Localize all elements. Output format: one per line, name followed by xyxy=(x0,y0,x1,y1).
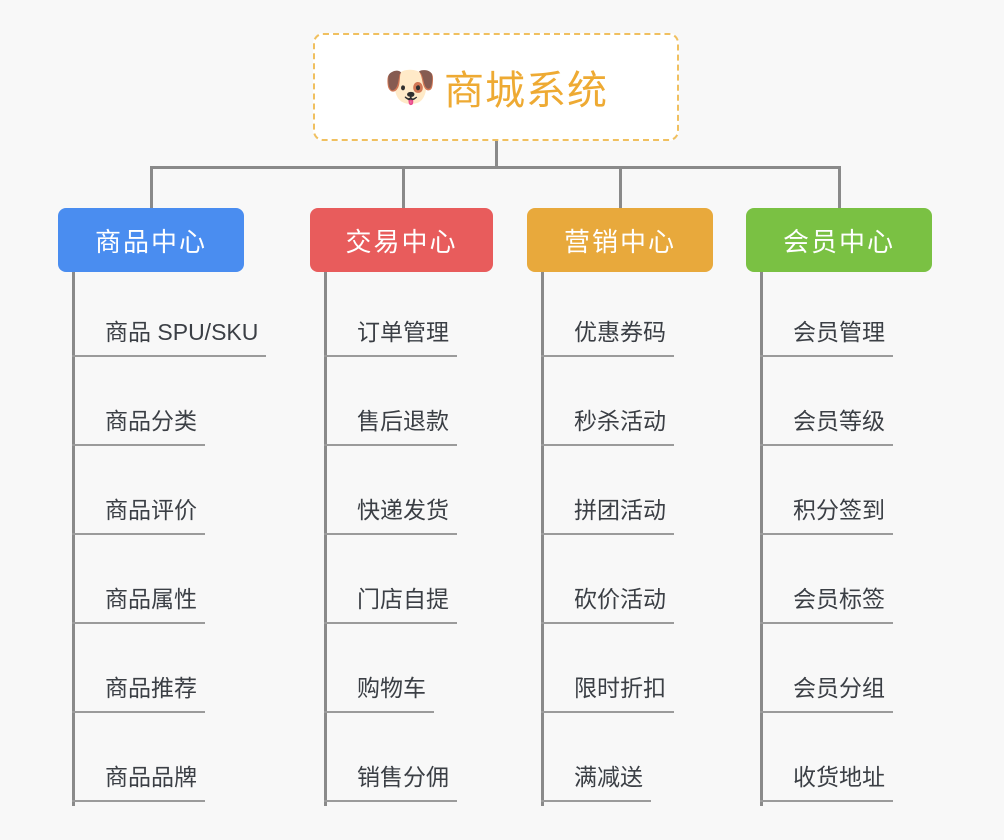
list-item[interactable]: 商品 SPU/SKU xyxy=(72,272,267,361)
dog-face-glyph: 🐶 xyxy=(384,63,437,110)
list-item[interactable]: 会员管理 xyxy=(760,272,893,361)
list-item-label: 秒杀活动 xyxy=(541,402,674,446)
connector-drop-3 xyxy=(619,166,622,210)
list-item[interactable]: 会员分组 xyxy=(760,628,893,717)
list-item-label: 订单管理 xyxy=(324,313,457,357)
category-item-list-1: 商品 SPU/SKU 商品分类 商品评价 商品属性 商品推荐 商品品牌 xyxy=(72,272,267,806)
list-item[interactable]: 商品属性 xyxy=(72,539,266,628)
list-item[interactable]: 满减送 xyxy=(541,717,674,806)
list-item[interactable]: 购物车 xyxy=(324,628,457,717)
list-item-label: 会员分组 xyxy=(760,669,893,713)
list-item-label: 商品属性 xyxy=(72,580,205,624)
list-item[interactable]: 销售分佣 xyxy=(324,717,457,806)
list-item-label: 拼团活动 xyxy=(541,491,674,535)
list-item[interactable]: 收货地址 xyxy=(760,717,893,806)
category-trunk-4 xyxy=(760,272,763,806)
connector-drop-1 xyxy=(150,166,153,210)
list-item[interactable]: 会员标签 xyxy=(760,539,893,628)
list-item[interactable]: 快递发货 xyxy=(324,450,457,539)
list-item[interactable]: 会员等级 xyxy=(760,361,893,450)
category-item-list-3: 优惠券码 秒杀活动 拼团活动 砍价活动 限时折扣 满减送 xyxy=(541,272,674,806)
list-item-label: 满减送 xyxy=(541,758,651,802)
list-item-label: 积分签到 xyxy=(760,491,893,535)
list-item[interactable]: 拼团活动 xyxy=(541,450,674,539)
list-item-label: 购物车 xyxy=(324,669,434,713)
list-item-label: 商品品牌 xyxy=(72,758,205,802)
list-item-label: 商品推荐 xyxy=(72,669,205,713)
list-item-label: 门店自提 xyxy=(324,580,457,624)
category-label-4: 会员中心 xyxy=(782,226,895,257)
list-item-label: 限时折扣 xyxy=(541,669,674,713)
list-item-label: 商品分类 xyxy=(72,402,205,446)
connector-drop-2 xyxy=(402,166,405,210)
list-item[interactable]: 商品分类 xyxy=(72,361,266,450)
list-item-label: 快递发货 xyxy=(324,491,457,535)
category-header-4[interactable]: 会员中心 xyxy=(746,208,932,272)
list-item[interactable]: 商品推荐 xyxy=(72,628,266,717)
category-header-3[interactable]: 营销中心 xyxy=(527,208,713,272)
list-item[interactable]: 商品评价 xyxy=(72,450,266,539)
list-item-label: 商品评价 xyxy=(72,491,205,535)
list-item-label: 商品 SPU/SKU xyxy=(72,313,267,357)
list-item-label: 销售分佣 xyxy=(324,758,457,802)
list-item[interactable]: 订单管理 xyxy=(324,272,457,361)
list-item[interactable]: 门店自提 xyxy=(324,539,457,628)
list-item[interactable]: 积分签到 xyxy=(760,450,893,539)
category-trunk-2 xyxy=(324,272,327,806)
category-trunk-1 xyxy=(72,272,75,806)
connector-drop-4 xyxy=(838,166,841,210)
list-item-label: 售后退款 xyxy=(324,402,457,446)
dog-face-icon: 🐶 xyxy=(384,63,437,110)
category-trunk-3 xyxy=(541,272,544,806)
connector-horizontal-bus xyxy=(150,166,840,169)
category-label-1: 商品中心 xyxy=(94,226,207,257)
list-item-label: 会员标签 xyxy=(760,580,893,624)
root-title: 商城系统 xyxy=(444,69,608,113)
category-item-list-4: 会员管理 会员等级 积分签到 会员标签 会员分组 收货地址 xyxy=(760,272,893,806)
category-label-3: 营销中心 xyxy=(563,226,676,257)
root-node[interactable]: 🐶 商城系统 xyxy=(313,33,679,141)
list-item[interactable]: 秒杀活动 xyxy=(541,361,674,450)
list-item[interactable]: 砍价活动 xyxy=(541,539,674,628)
list-item-label: 优惠券码 xyxy=(541,313,674,357)
category-header-2[interactable]: 交易中心 xyxy=(310,208,493,272)
list-item-label: 会员管理 xyxy=(760,313,893,357)
list-item[interactable]: 商品品牌 xyxy=(72,717,266,806)
list-item-label: 砍价活动 xyxy=(541,580,674,624)
list-item[interactable]: 售后退款 xyxy=(324,361,457,450)
connector-root-stem xyxy=(495,141,498,168)
list-item-label: 收货地址 xyxy=(760,758,893,802)
category-header-1[interactable]: 商品中心 xyxy=(58,208,244,272)
category-label-2: 交易中心 xyxy=(345,226,458,257)
list-item[interactable]: 限时折扣 xyxy=(541,628,674,717)
category-item-list-2: 订单管理 售后退款 快递发货 门店自提 购物车 销售分佣 xyxy=(324,272,457,806)
list-item[interactable]: 优惠券码 xyxy=(541,272,674,361)
list-item-label: 会员等级 xyxy=(760,402,893,446)
